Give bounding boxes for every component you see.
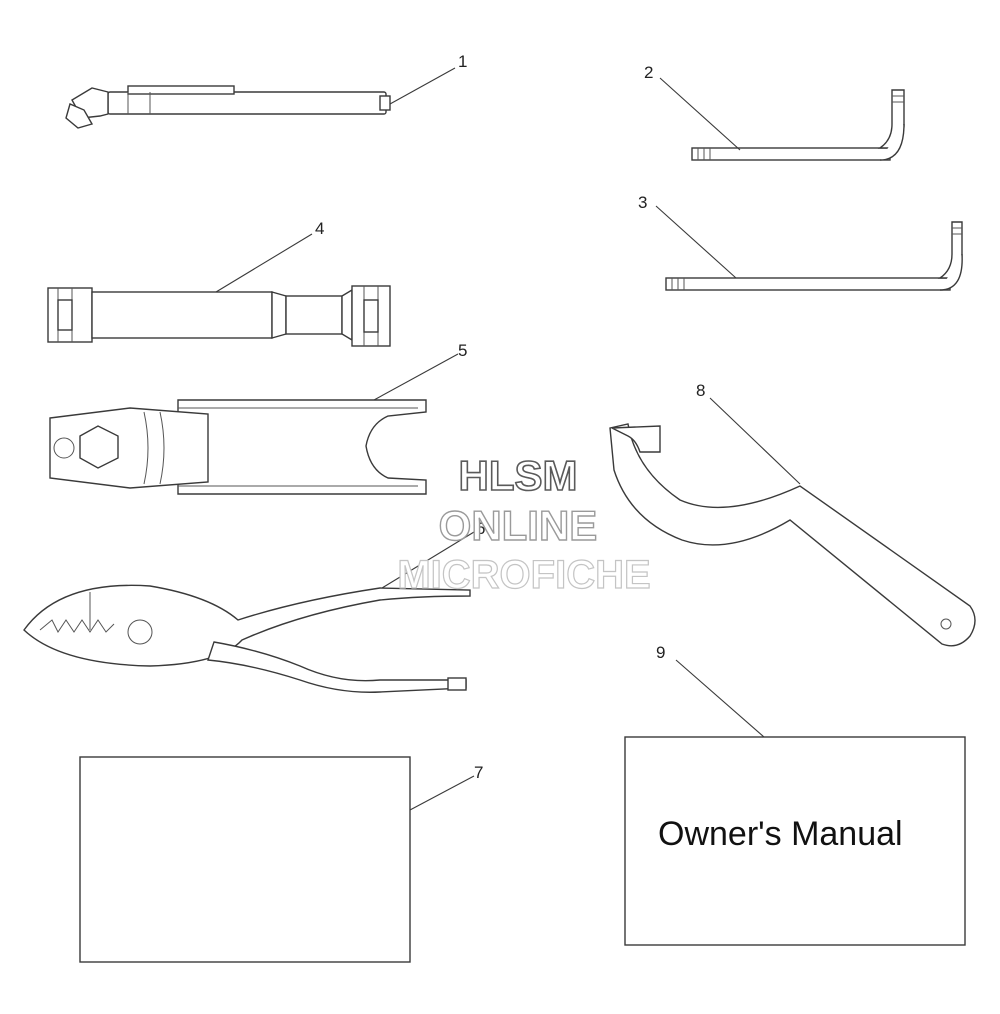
- part-5-wrench-handle: [49, 399, 427, 495]
- part-2-hex-key-short: [691, 89, 905, 161]
- callout-1: 1: [458, 52, 467, 71]
- callout-7: 7: [474, 763, 483, 782]
- manual-title: Owner's Manual: [658, 815, 903, 853]
- part-9-owners-manual: Owner's Manual: [624, 736, 966, 946]
- watermark-line-3: MICROFICHE: [397, 553, 650, 597]
- part-3-hex-key-long: [665, 221, 963, 291]
- callout-5: 5: [458, 341, 467, 360]
- callout-2: 2: [644, 63, 653, 82]
- part-4-plug-socket: [47, 285, 391, 347]
- part-8-spanner-wrench: [609, 423, 976, 647]
- watermark-line-2: ONLINE: [439, 502, 598, 549]
- callout-8: 8: [696, 381, 705, 400]
- callout-9: 9: [656, 643, 665, 662]
- watermark: HLSM ONLINE MICROFICHE: [397, 451, 652, 597]
- watermark-line-1: HLSM: [459, 452, 578, 499]
- part-6-pliers: [23, 584, 471, 693]
- callout-4: 4: [315, 219, 324, 238]
- callout-3: 3: [638, 193, 647, 212]
- callout-6: 6: [476, 519, 485, 538]
- part-7-document: [79, 756, 411, 963]
- part-1-pressure-gauge: [65, 85, 391, 129]
